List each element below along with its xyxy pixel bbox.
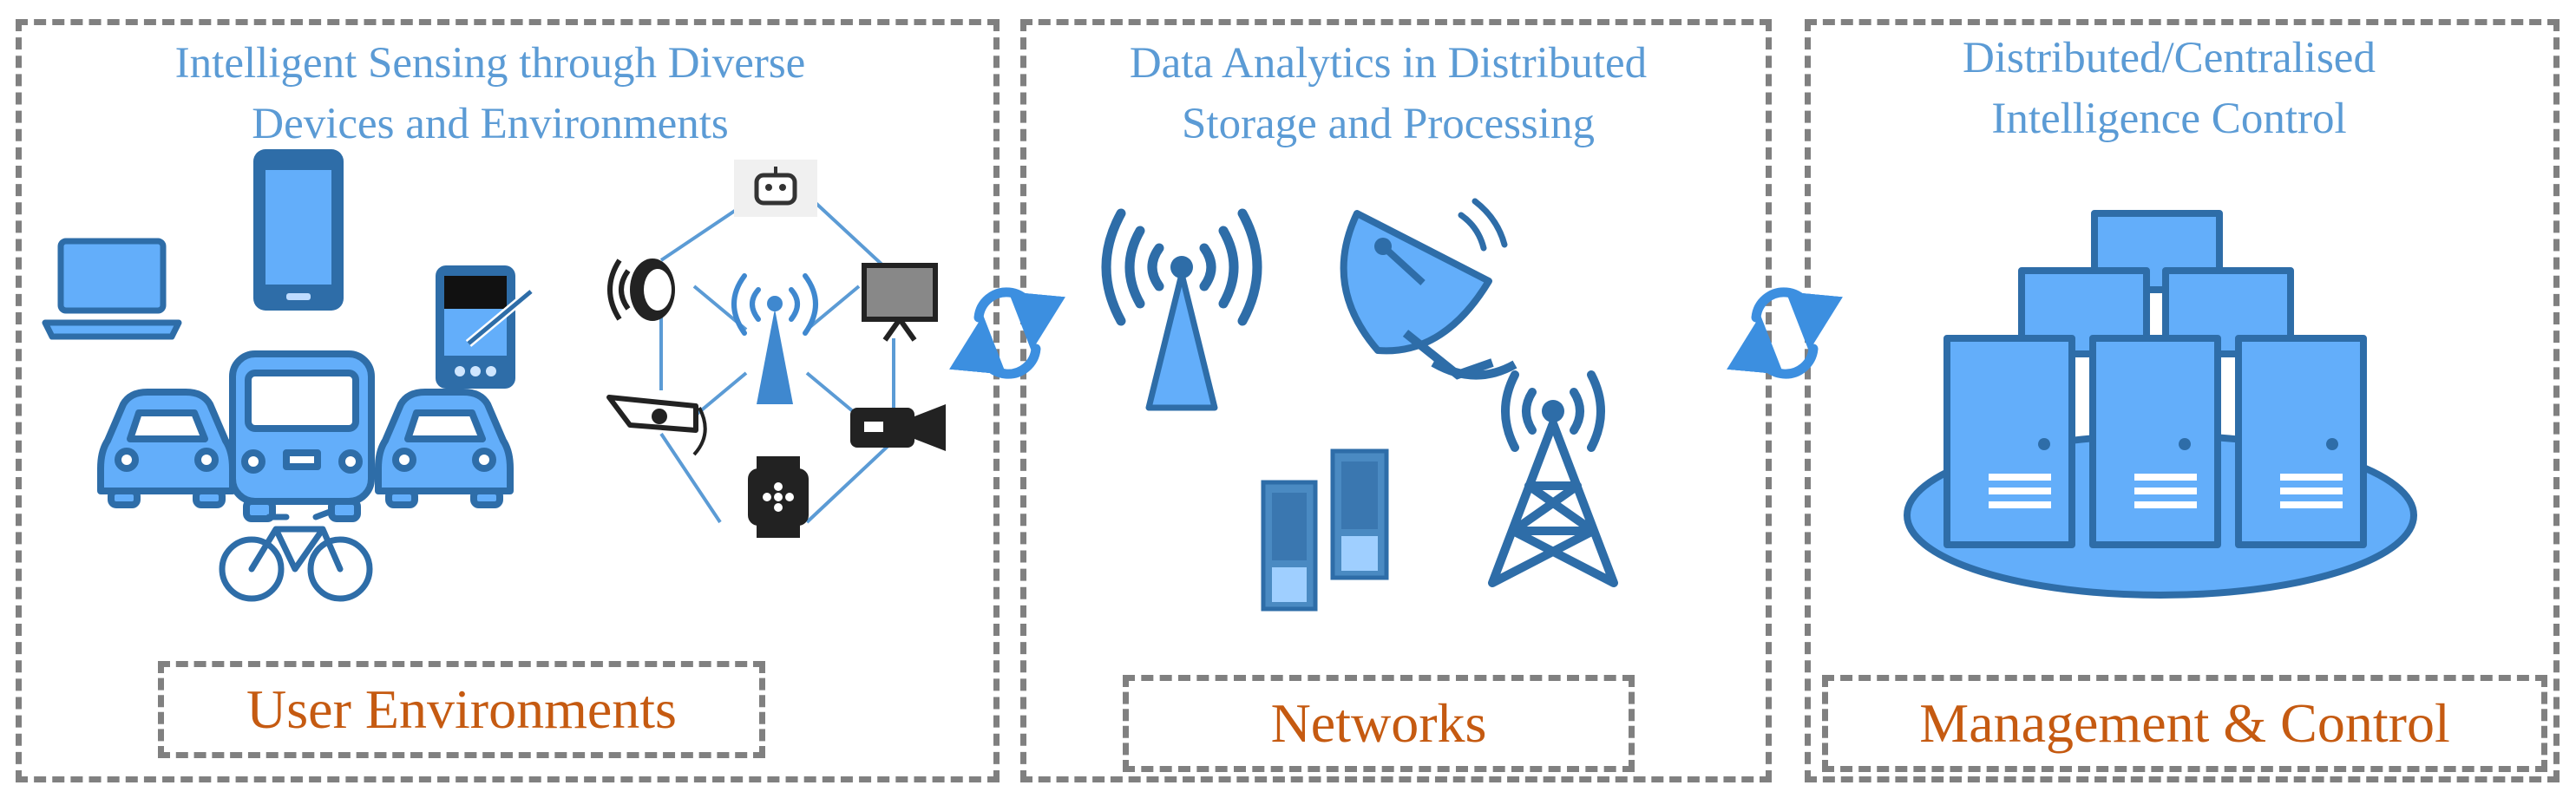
panel-user-environments	[16, 19, 1000, 782]
satellite-dish-icon	[1340, 198, 1517, 380]
car-icon	[97, 389, 236, 508]
cycle-arrows-icon	[1727, 287, 1843, 379]
panel-title: Distributed/Centralised Intelligence Con…	[1831, 28, 2507, 149]
panel-label: Networks	[1270, 692, 1487, 754]
camera-icon	[850, 404, 946, 451]
laptop-icon	[42, 238, 182, 340]
smartphone-icon	[253, 149, 344, 311]
cycle-arrows-icon	[949, 287, 1065, 379]
panel-label: User Environments	[246, 678, 677, 740]
radio-tower-icon	[1488, 370, 1618, 587]
smartwatch-icon	[748, 456, 809, 538]
car-icon	[375, 389, 514, 508]
display-icon	[862, 263, 938, 342]
server-rack-icon	[1261, 448, 1389, 612]
label-box: Management & Control	[1822, 675, 2547, 772]
label-box: User Environments	[158, 661, 765, 758]
label-box: Networks	[1123, 675, 1635, 772]
panel-title: Intelligent Sensing through Diverse Devi…	[35, 33, 946, 154]
bus-icon	[229, 350, 375, 522]
panel-title-line: Storage and Processing	[1182, 100, 1595, 148]
panel-title-line: Intelligent Sensing through Diverse	[174, 39, 806, 88]
sensor-network-links	[659, 182, 895, 524]
panel-title-line: Distributed/Centralised	[1963, 34, 2376, 82]
panel-title-line: Data Analytics in Distributed	[1129, 39, 1648, 88]
pda-icon	[436, 265, 534, 389]
panel-networks	[1020, 19, 1772, 782]
speaker-icon	[607, 259, 675, 321]
wireless-hub-icon	[731, 273, 818, 404]
panel-title-line: Devices and Environments	[252, 100, 729, 148]
robot-icon	[734, 160, 817, 217]
panel-title-line: Intelligence Control	[1991, 95, 2347, 143]
antenna-icon	[1101, 208, 1262, 411]
smart-glasses-icon	[606, 395, 707, 456]
server-cluster-icon	[1904, 210, 2417, 599]
panel-management-control	[1805, 19, 2560, 782]
bicycle-icon	[219, 508, 373, 602]
panel-title: Data Analytics in Distributed Storage an…	[1041, 33, 1735, 154]
panel-label: Management & Control	[1919, 692, 2450, 754]
